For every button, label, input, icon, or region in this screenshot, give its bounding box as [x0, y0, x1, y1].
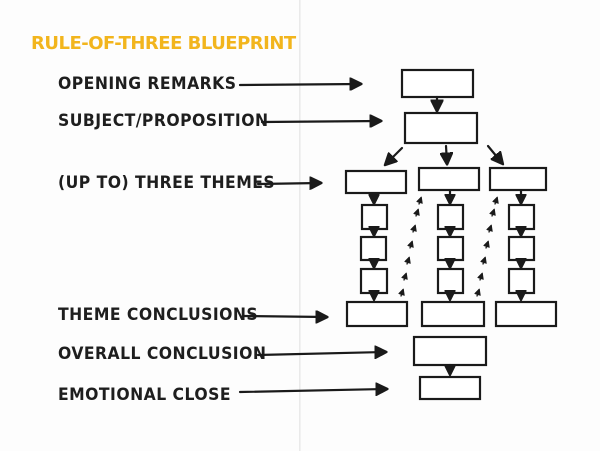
box-theme-1	[344, 169, 408, 195]
col3-box-1	[507, 203, 536, 231]
box-overall-conclusion	[412, 335, 488, 367]
box-theme-conclusion-3	[494, 300, 558, 328]
dotted-arrows-left	[401, 198, 421, 297]
arrow-themes	[256, 183, 320, 184]
label-subject-proposition: SUBJECT/PROPOSITION	[58, 111, 269, 131]
col3-box-3	[507, 267, 536, 295]
col1-box-3	[359, 267, 389, 295]
col1-box-1	[360, 203, 389, 231]
box-emotional-close	[418, 375, 482, 401]
label-emotional-close: EMOTIONAL CLOSE	[58, 385, 231, 405]
box-theme-2	[417, 166, 481, 192]
dotted-arrows-right	[477, 198, 497, 297]
col3-box-2	[507, 235, 536, 262]
page-fold	[299, 0, 301, 451]
arrow-emotional	[238, 389, 386, 392]
arrow-subject-to-theme-3	[486, 144, 502, 163]
box-theme-conclusion-1	[345, 300, 409, 328]
label-theme-conclusions: THEME CONCLUSIONS	[58, 305, 259, 325]
box-theme-3	[488, 166, 548, 192]
arrow-opening	[238, 84, 360, 85]
arrow-subject-to-theme-1	[386, 146, 404, 164]
arrow-subject-to-theme-2	[446, 144, 447, 163]
box-opening-remarks	[400, 68, 475, 99]
box-subject	[403, 111, 479, 145]
diagram-title: RULE-OF-THREE BLUEPRINT	[31, 33, 296, 54]
arrow-overall	[256, 352, 385, 355]
col1-box-2	[359, 235, 388, 262]
box-theme-conclusion-2	[420, 300, 486, 328]
label-overall-conclusion: OVERALL CONCLUSION	[58, 344, 267, 364]
col2-box-1	[436, 203, 465, 231]
arrow-theme-conclusions	[242, 316, 326, 317]
arrow-subject	[260, 121, 380, 122]
col2-box-2	[436, 235, 465, 262]
label-three-themes: (UP TO) THREE THEMES	[58, 173, 276, 193]
label-opening-remarks: OPENING REMARKS	[58, 74, 237, 94]
col2-box-3	[436, 267, 465, 295]
